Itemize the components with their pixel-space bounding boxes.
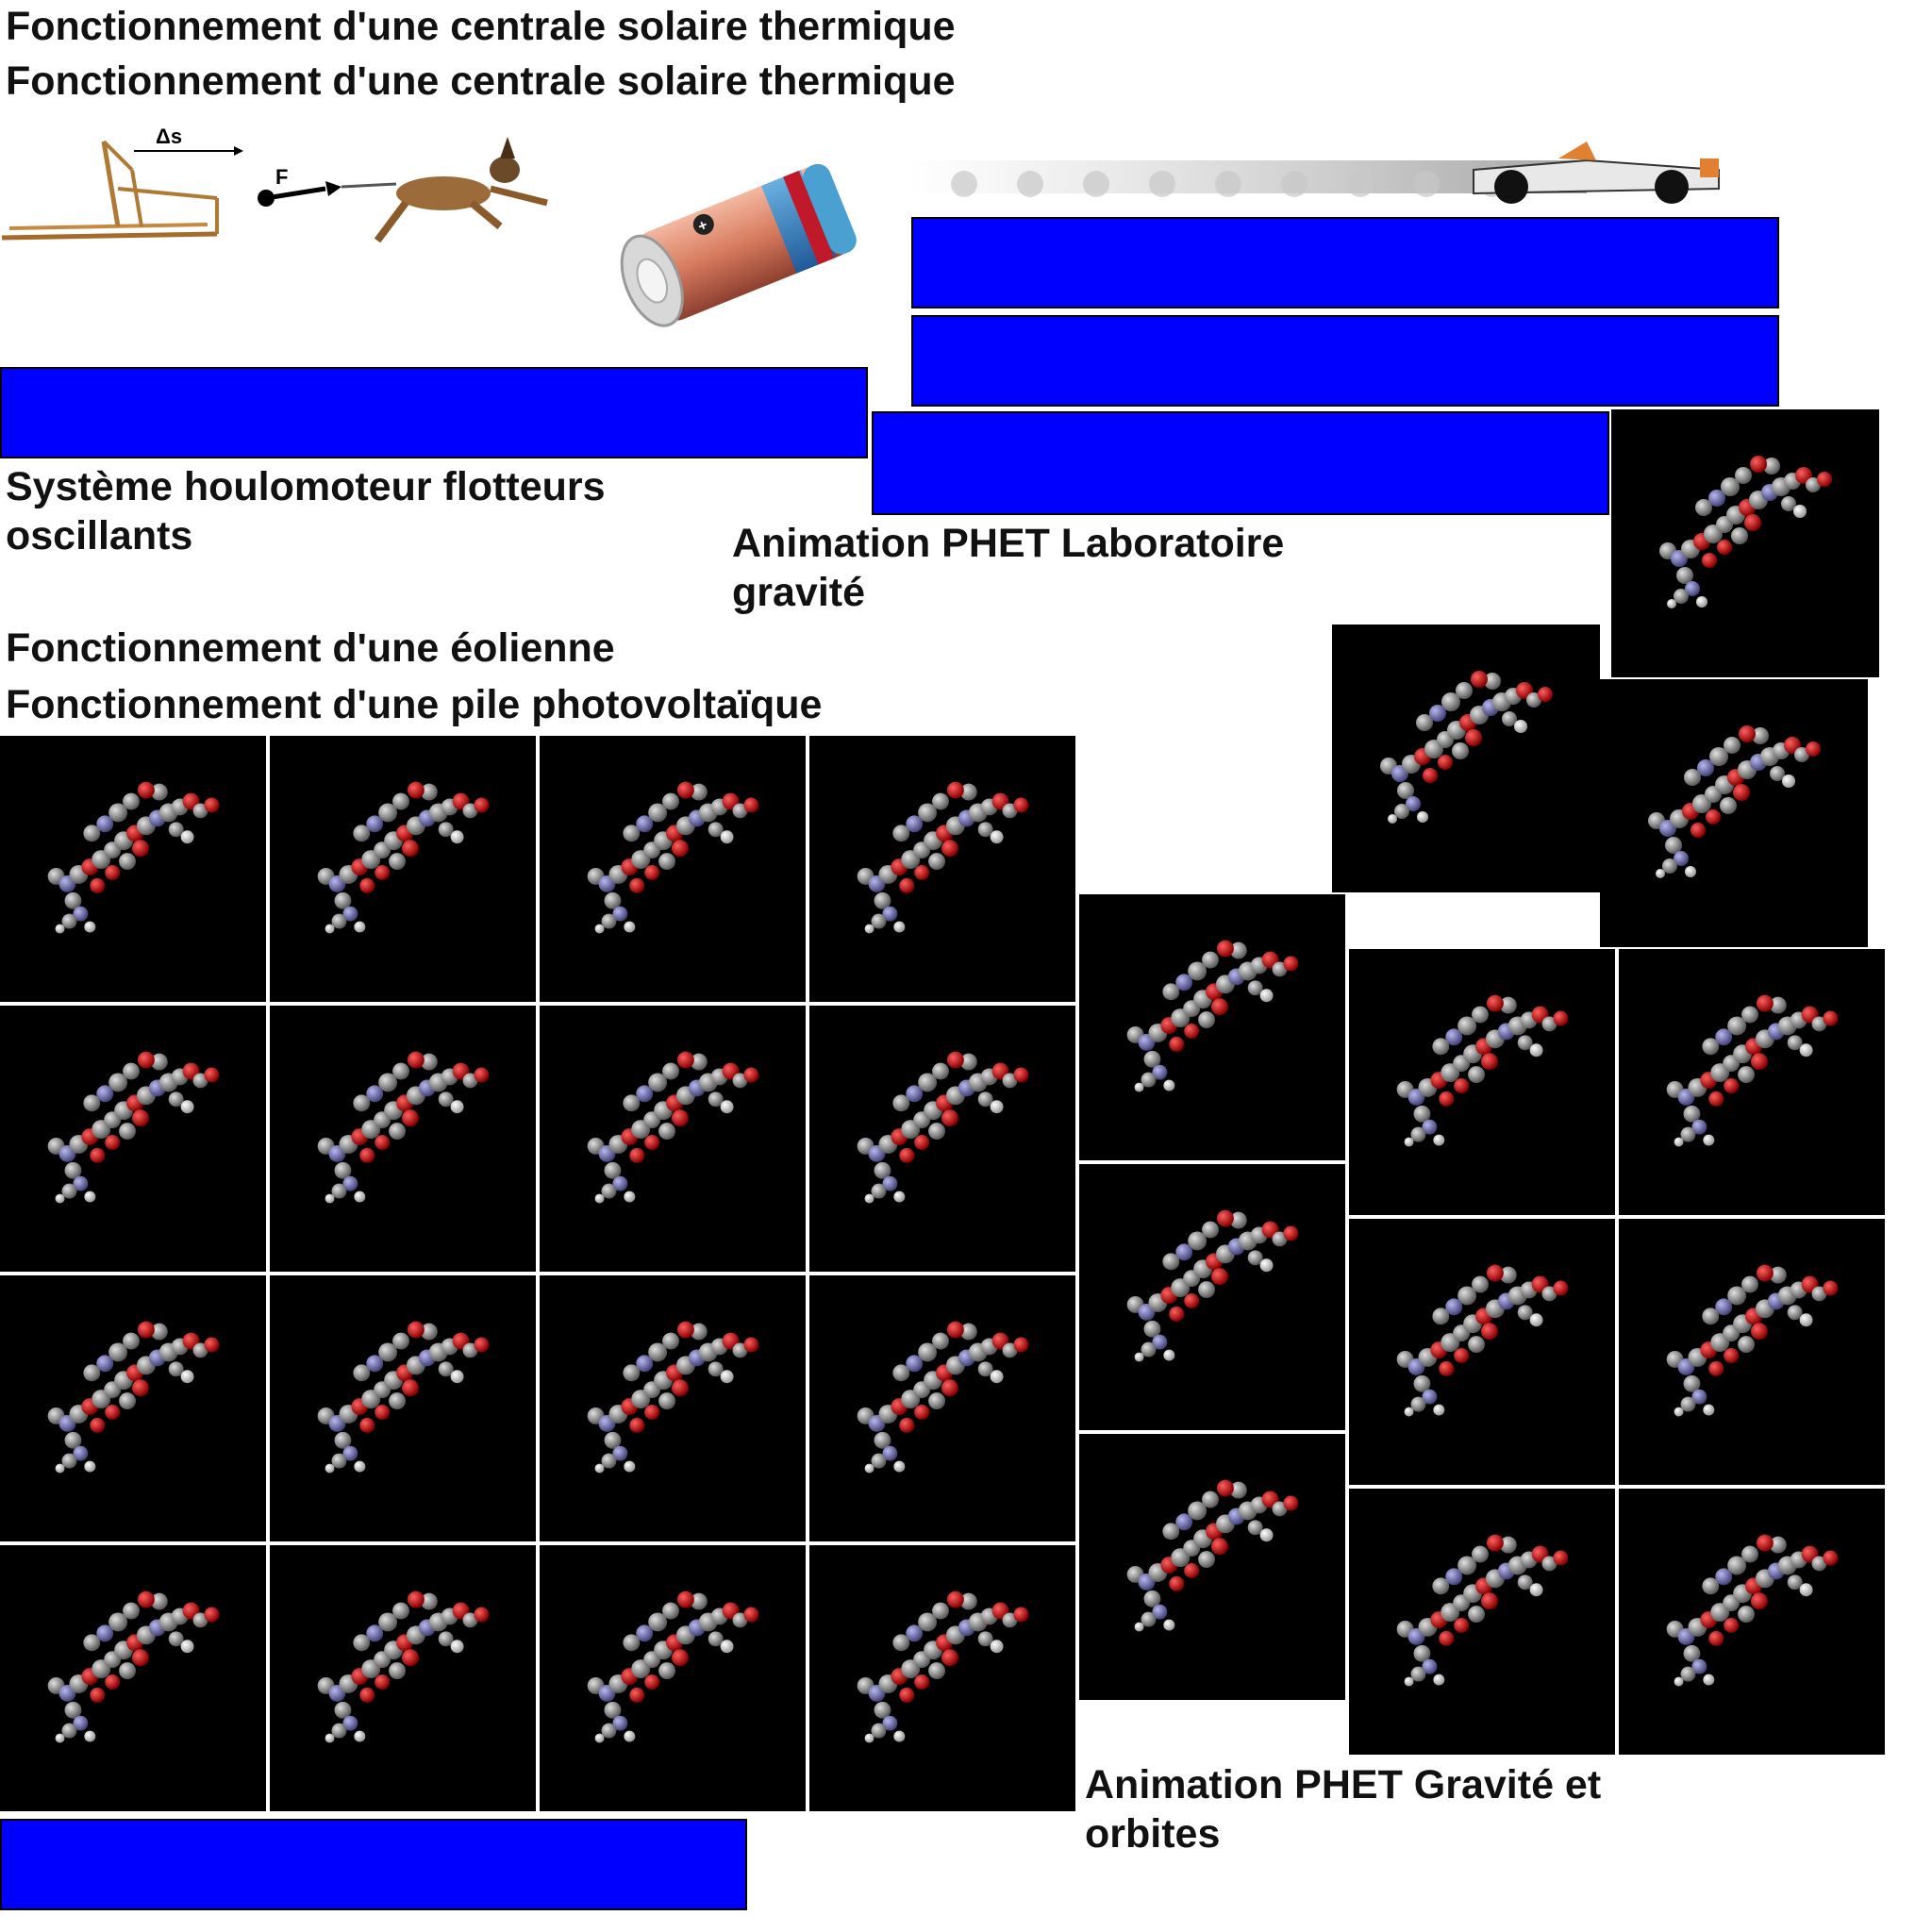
molecule-3d-icon	[1600, 679, 1868, 947]
molecule-tile[interactable]	[540, 1545, 808, 1813]
molecule-3d-icon	[270, 736, 536, 1002]
blue-box-1[interactable]	[911, 217, 1779, 308]
molecule-tile[interactable]	[540, 1275, 808, 1543]
molecule-tile[interactable]	[809, 1545, 1077, 1813]
title-wave-energy: Système houlomoteur flotteurs oscillants	[6, 464, 606, 559]
molecule-tile[interactable]	[0, 1006, 268, 1274]
title-phet-gravity-lab: Animation PHET Laboratoire gravité	[732, 521, 1285, 616]
title-solar-thermal-1: Fonctionnement d'une centrale solaire th…	[6, 4, 956, 49]
title-photovoltaic: Fonctionnement d'une pile photovoltaïque	[6, 682, 823, 727]
molecule-tile[interactable]	[1619, 1489, 1887, 1757]
molecule-tile[interactable]	[540, 736, 808, 1004]
molecule-3d-icon	[1349, 949, 1615, 1215]
blue-box-2[interactable]	[911, 315, 1779, 407]
title-wind-turbine: Fonctionnement d'une éolienne	[6, 625, 615, 671]
molecule-tile[interactable]	[1349, 949, 1617, 1217]
molecule-tile[interactable]	[809, 1006, 1077, 1274]
molecule-3d-icon	[809, 736, 1075, 1002]
molecule-tile[interactable]	[0, 736, 268, 1004]
molecule-3d-icon	[0, 1545, 266, 1811]
molecule-tile[interactable]	[809, 1275, 1077, 1543]
dog-icon	[341, 137, 548, 243]
molecule-3d-icon	[1619, 949, 1885, 1215]
molecule-tile[interactable]	[1079, 1434, 1347, 1702]
molecule-tile[interactable]	[270, 1006, 538, 1274]
molecule-tile[interactable]	[0, 1545, 268, 1813]
molecule-tile[interactable]	[270, 1545, 538, 1813]
molecule-tile[interactable]	[1349, 1219, 1617, 1487]
molecule-tile[interactable]	[1600, 679, 1868, 947]
molecule-3d-icon	[540, 1545, 806, 1811]
molecule-3d-icon	[540, 1275, 806, 1541]
molecule-3d-icon	[1079, 1434, 1345, 1700]
molecule-3d-icon	[809, 1006, 1075, 1272]
molecule-tile[interactable]	[1079, 1164, 1347, 1432]
molecule-tile[interactable]	[270, 1275, 538, 1543]
displacement-label: Δs	[156, 125, 182, 148]
molecule-3d-icon	[1349, 1219, 1615, 1485]
molecule-3d-icon	[270, 1545, 536, 1811]
molecule-tile[interactable]	[270, 736, 538, 1004]
molecule-tile[interactable]	[1349, 1489, 1617, 1757]
molecule-tile[interactable]	[1611, 409, 1879, 677]
molecule-3d-icon	[0, 1006, 266, 1272]
molecule-3d-icon	[1611, 409, 1879, 677]
dog-sled-icon	[1, 140, 219, 241]
molecule-tile[interactable]	[1332, 625, 1600, 892]
dog-sled-diagram: Δs F	[1, 125, 548, 243]
molecule-3d-icon	[809, 1275, 1075, 1541]
molecule-3d-icon	[270, 1275, 536, 1541]
molecule-tile[interactable]	[540, 1006, 808, 1274]
molecule-tile[interactable]	[1619, 1219, 1887, 1487]
title-solar-thermal-2: Fonctionnement d'une centrale solaire th…	[6, 58, 956, 104]
molecule-3d-icon	[0, 1275, 266, 1541]
molecule-tile[interactable]	[0, 1275, 268, 1543]
force-label: F	[275, 165, 288, 189]
molecule-3d-icon	[0, 736, 266, 1002]
battery-icon: +	[620, 163, 857, 327]
molecule-3d-icon	[809, 1545, 1075, 1811]
molecule-tile[interactable]	[1079, 894, 1347, 1162]
molecule-3d-icon	[1079, 894, 1345, 1160]
molecule-3d-icon	[1619, 1219, 1885, 1485]
molecule-3d-icon	[1619, 1489, 1885, 1755]
molecule-3d-icon	[270, 1006, 536, 1272]
blue-box-4[interactable]	[872, 411, 1609, 515]
molecule-3d-icon	[1332, 625, 1600, 892]
molecule-3d-icon	[540, 1006, 806, 1272]
blue-box-3[interactable]	[0, 367, 868, 458]
molecule-tile[interactable]	[809, 736, 1077, 1004]
molecule-3d-icon	[1349, 1489, 1615, 1755]
title-phet-orbits: Animation PHET Gravité et orbites	[1085, 1762, 1602, 1857]
molecule-tile[interactable]	[1619, 949, 1887, 1217]
blue-box-5[interactable]	[0, 1819, 747, 1910]
molecule-3d-icon	[540, 736, 806, 1002]
molecule-3d-icon	[1079, 1164, 1345, 1430]
race-car-motion-icon	[908, 142, 1720, 204]
